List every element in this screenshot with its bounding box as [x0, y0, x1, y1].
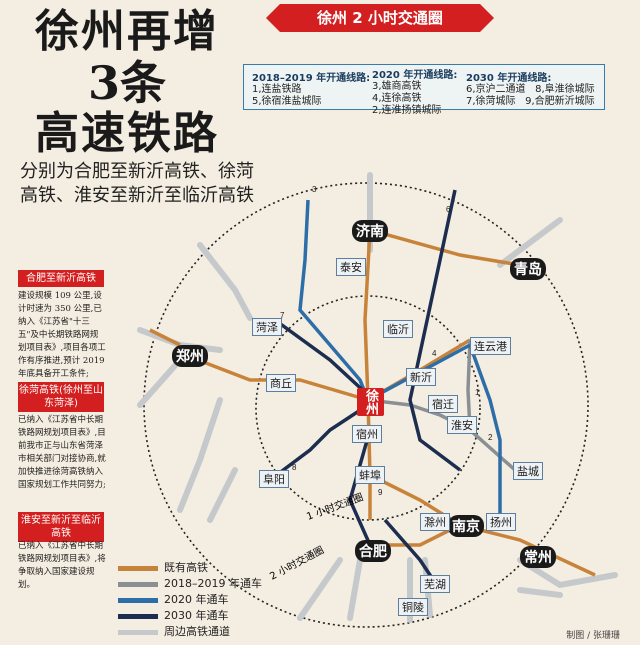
line-number-1: 1	[475, 388, 480, 397]
line-item: 3,雄商高铁	[372, 81, 422, 92]
two-hour-ring-label: 2 小时交通圈	[267, 543, 326, 582]
major-city-label: 合肥	[355, 540, 391, 562]
city-label: 宿迁	[428, 395, 458, 413]
headline-line-1: 徐州再增	[35, 6, 219, 57]
one-hour-ring-label: 1 小时交通圈	[305, 490, 365, 523]
line-number-9: 9	[378, 488, 383, 497]
line-number-4: 4	[432, 349, 437, 358]
line-item: 4,连徐高铁	[372, 93, 422, 104]
city-label: 临沂	[383, 320, 413, 338]
headline: 徐州再增 3条 高速铁路	[22, 6, 232, 160]
lines-2030	[268, 189, 462, 591]
lines-col-2030: 2030 年开通线路: 6,京沪二通道 8,阜淮徐城际 7,徐菏城际 9,合肥新…	[466, 69, 595, 108]
legend-swatch	[118, 566, 158, 571]
legend-swatch	[118, 582, 158, 587]
line-item: 1,连盐铁路	[252, 84, 302, 95]
city-label: 芜湖	[420, 575, 450, 593]
city-label: 连云港	[470, 337, 511, 355]
subheadline: 分别为合肥至新沂高铁、徐菏高铁、淮安至新沂至临沂高铁	[20, 161, 254, 206]
line-item: 2,连淮扬镇城际	[372, 105, 442, 116]
city-label: 滁州	[420, 513, 450, 531]
city-label: 蚌埠	[355, 466, 385, 484]
lines-col-heading: 2030 年开通线路:	[466, 73, 552, 84]
sidebar-text-huaian-linyi: 已纳入《江苏省中长期铁路网规划项目表》,将争取纳入国家建设规划。	[18, 541, 106, 590]
credit: 制图 / 张珊珊	[566, 631, 620, 641]
major-city-label: 南京	[448, 515, 484, 537]
sidebar-text-hefei-xinyi: 建设规模 109 公里,设计时速为 350 公里,已纳入《江苏省"十三五"及中长…	[18, 291, 106, 379]
line-item: 5,徐宿淮盐城际	[252, 96, 322, 107]
line-number-6: 6	[446, 205, 451, 214]
city-label: 宿州	[352, 425, 382, 443]
city-label: 扬州	[486, 513, 516, 531]
one-hour-ring	[255, 295, 481, 521]
line-item: 7,徐菏城际 9,合肥新沂城际	[466, 96, 595, 107]
city-label: 菏泽	[252, 318, 282, 336]
city-label: 商丘	[266, 374, 296, 392]
line-item: 6,京沪二通道 8,阜淮徐城际	[466, 84, 595, 95]
major-city-label: 常州	[520, 546, 556, 568]
line-number-8: 8	[292, 463, 297, 472]
city-label: 泰安	[336, 258, 366, 276]
lines-col-2019: 2018–2019 年开通线路: 1,连盐铁路 5,徐宿淮盐城际	[252, 69, 370, 108]
city-label: 淮安	[447, 416, 477, 434]
two-hour-ring	[143, 182, 589, 628]
city-label: 铜陵	[398, 598, 428, 616]
major-city-label: 郑州	[172, 345, 208, 367]
sidebar-title-hefei-xinyi: 合肥至新沂高铁	[18, 270, 104, 287]
map-banner: 徐州 2 小时交通圈	[266, 4, 494, 32]
city-label: 新沂	[406, 368, 436, 386]
major-city-label: 济南	[352, 220, 388, 242]
headline-line-3: 高速铁路	[35, 108, 219, 159]
lines-col-2020: 2020 年开通线路: 3,雄商高铁 4,连徐高铁 2,连淮扬镇城际	[372, 66, 457, 117]
city-label: 盐城	[513, 462, 543, 480]
sidebar-text-xuhe: 已纳入《江苏省中长期铁路网规划项目表》,目前我市正与山东省菏泽市相关部门对接协商…	[18, 415, 106, 490]
legend-swatch	[118, 598, 158, 603]
sidebar-title-xuhe: 徐菏高铁(徐州至山东菏泽)	[18, 382, 104, 412]
major-city-label: 青岛	[510, 258, 546, 280]
legend-swatch	[118, 614, 158, 619]
lines-col-heading: 2020 年开通线路:	[372, 70, 458, 81]
opening-lines-box: 2018–2019 年开通线路: 1,连盐铁路 5,徐宿淮盐城际 2020 年开…	[243, 64, 605, 116]
line-number-3: 3	[312, 185, 317, 194]
line-number-7: 7	[280, 311, 285, 320]
city-label: 阜阳	[259, 470, 289, 488]
headline-line-2: 3条	[87, 56, 166, 110]
legend-swatch	[118, 630, 158, 635]
sidebar-title-huaian-linyi: 淮安至新沂至临沂高铁	[18, 512, 104, 542]
lines-col-heading: 2018–2019 年开通线路:	[252, 73, 371, 84]
major-city-label: 徐州	[357, 388, 384, 416]
line-number-2: 2	[488, 433, 493, 442]
